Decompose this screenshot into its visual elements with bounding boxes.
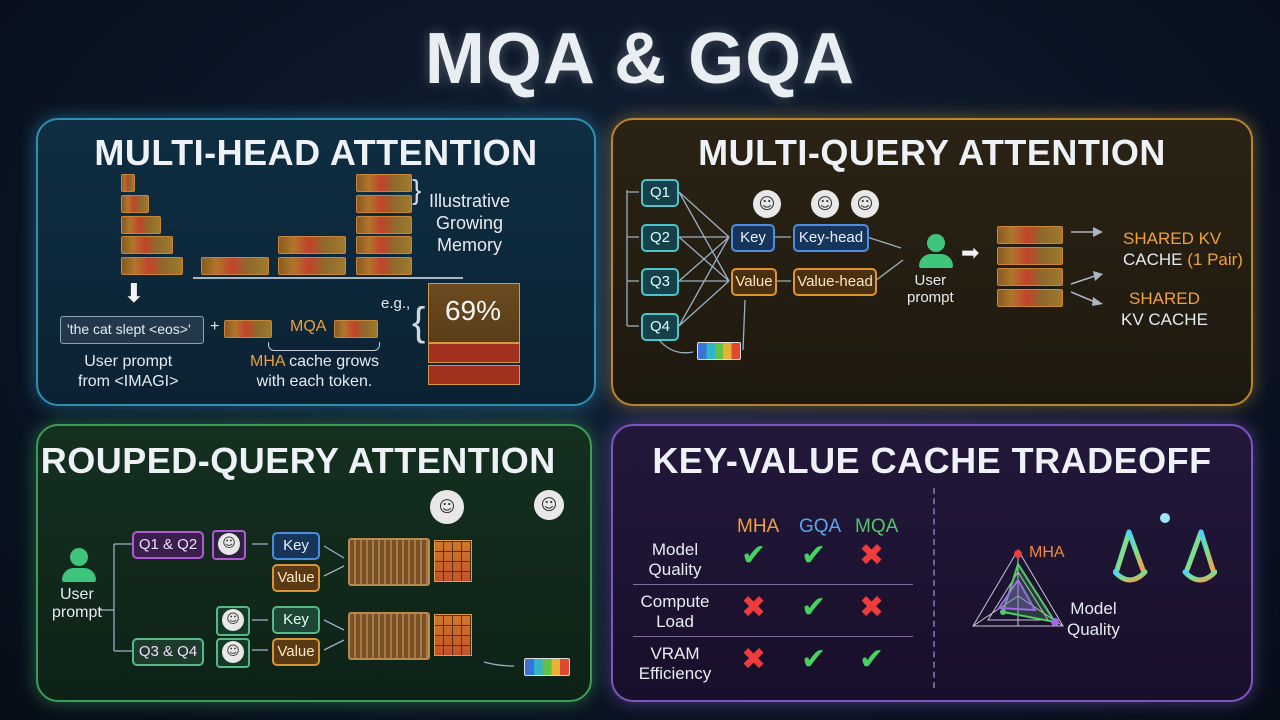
cross-icon: ✖ [741,590,767,625]
row-divider [633,584,913,585]
col-header-mqa: MQA [855,516,899,537]
query-node-q2: Q2 [641,224,679,252]
value-node-1: Value [272,564,320,592]
brain-head-icon: ☺ [216,606,250,636]
memory-usage-gauge: 69% [428,283,520,385]
brain-head-icon: ☺ [811,190,839,218]
query-group-2: Q3 & Q4 [132,638,204,666]
cross-icon: ✖ [741,642,767,677]
check-icon: ✔ [741,538,767,573]
bracket [268,342,380,351]
mqa-panel: MULTI-QUERY ATTENTION Q1 Q2 Q3 Q4 ☺ ☺ ☺ [611,118,1253,406]
brain-head-icon: ☺ [212,530,246,560]
prompt-box: 'the cat slept <eos>' [60,316,204,344]
token-strip [697,342,741,360]
mqa-heading: MULTI-QUERY ATTENTION [698,132,1166,173]
query-node-q4: Q4 [641,313,679,341]
plus-sign: + [210,318,220,335]
mqa-connections [626,190,1103,354]
mqa-tag: MQA [290,318,327,335]
kv-cache-tile-2 [348,612,430,660]
check-icon: ✔ [801,590,827,625]
baseline-divider [193,277,463,279]
down-arrow-icon: ⬇ [123,278,145,308]
query-node-q1: Q1 [641,179,679,207]
col-header-mha: MHA [737,516,780,537]
page-title: MQA & GQA [424,19,856,99]
percent-brace: { [412,300,426,344]
balance-scale-icon [1113,513,1217,607]
key-head-node: Key-head [793,224,869,252]
value-node: Value [731,268,777,296]
brain-head-icon: ☺ [851,190,879,218]
brain-head-icon: ☺ [216,638,250,668]
kv-heading: KEY-VALUE CACHE TRADEOFF [652,440,1212,481]
right-arrow-icon: ➡ [961,240,980,265]
gqa-connections [100,543,515,667]
key-node-2: Key [272,606,320,634]
radar-chart [972,549,1064,627]
token-strip [524,658,570,676]
col-header-gqa: GQA [799,516,842,537]
cache-grows-caption: MHA cache grows with each token. [250,353,379,390]
check-icon: ✔ [801,642,827,677]
cross-icon: ✖ [859,590,885,625]
key-node-1: Key [272,532,320,560]
radar-label-top: MHA [1029,544,1065,561]
kv-grid-1 [434,540,472,582]
query-node-q3: Q3 [641,268,679,296]
eg-label: e.g., [381,295,411,312]
value-node-2: Value [272,638,320,666]
percent-value: 69% [444,295,502,326]
brain-head-icon: ☺ [534,490,564,520]
key-node: Key [731,224,775,252]
check-icon: ✔ [801,538,827,573]
value-head-node: Value-head [793,268,877,296]
mha-heading: MULTI-HEAD ATTENTION [94,132,538,173]
section-divider [933,488,935,688]
gqa-heading: GROUPED-QUERY ATTENTION [36,440,556,481]
brain-head-icon: ☺ [430,490,464,524]
kv-block [224,320,272,338]
memory-brace: } [412,174,422,205]
cross-icon: ✖ [859,538,885,573]
check-icon: ✔ [859,642,885,677]
shared-kv-label-2: SHARED KV CACHE [1121,289,1208,329]
kv-grid-2 [434,614,472,656]
kv-panel: KEY-VALUE CACHE TRADEOFF MHA GQA MQA Mod… [611,424,1253,702]
query-group-1: Q1 & Q2 [132,531,204,559]
kv-cache-tile-1 [348,538,430,586]
row-divider [633,636,913,637]
kv-block-mqa [334,320,378,338]
prompt-text: 'the cat slept <eos>' [67,321,191,337]
brain-head-icon: ☺ [753,190,781,218]
shared-kv-label-1: SHARED KV CACHE (1 Pair) [1123,229,1243,269]
